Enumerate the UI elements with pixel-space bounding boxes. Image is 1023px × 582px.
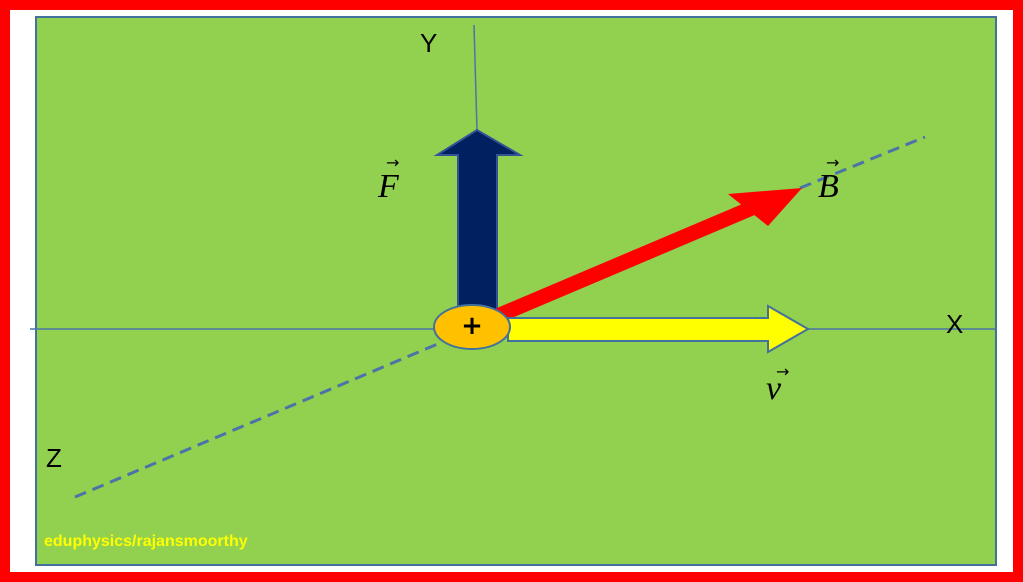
field-arrow-head (728, 188, 802, 226)
positive-charge (433, 304, 511, 350)
z-axis-dashed-line (74, 341, 441, 499)
velocity-label: v (766, 370, 782, 407)
velocity-arrow (507, 304, 811, 354)
field-vector-arrow: → (826, 153, 839, 172)
x-axis-label: X (946, 309, 963, 339)
y-axis-label: Y (420, 28, 437, 58)
charge-sign: + (461, 311, 483, 341)
velocity-vector-arrow: → (776, 362, 789, 381)
field-arrow-shaft (492, 201, 755, 324)
field-label: B (818, 168, 839, 205)
force-arrow (433, 128, 524, 311)
y-axis-line (473, 24, 478, 131)
green-panel (35, 16, 997, 566)
watermark: eduphysics/rajansmoorthy (44, 533, 248, 550)
b-direction-dashed-line (799, 135, 926, 190)
force-label: F (377, 168, 400, 205)
z-axis-label: Z (46, 443, 62, 473)
force-vector-arrow: → (386, 153, 399, 172)
